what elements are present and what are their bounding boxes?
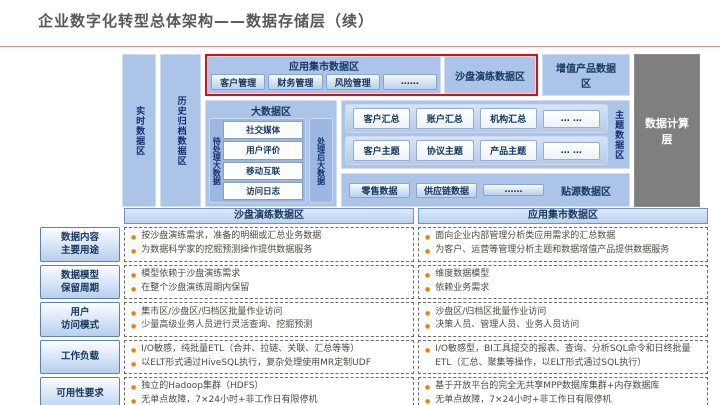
cell-appmart-data-content: 面向企业内部管理分析类应用需求的汇总数据 为客户、运营等管理分析主题和数据增值产… xyxy=(418,227,708,262)
diagram-middle-column: 应用集市数据区 客户管理 财务管理 风险管理 …… 沙盘演练数据区 增值产品数据… xyxy=(205,54,630,207)
summary-button-account: 账户汇总 xyxy=(416,108,474,130)
bullet-item: 基于开放平台的完全无共享MPP数据库集群+内存数据库 xyxy=(425,380,701,394)
bullet-item: 独立的Hadoop集群（HDFS） xyxy=(131,380,407,394)
bigdata-item-user-reviews: 用户评价 xyxy=(223,141,303,160)
bigdata-processed-label: 处理后大数据 xyxy=(316,136,326,185)
app-mart-button-finance-mgmt: 财务管理 xyxy=(268,74,323,90)
bullet-item: 维度数据模型 xyxy=(425,268,701,282)
summary-button-more: … … xyxy=(542,109,600,128)
cell-sandbox-availability: 独立的Hadoop集群（HDFS） 无单点故障，7×24小时+非工作日有限停机 xyxy=(124,376,414,405)
row-label-user-access: 用户 访问模式 xyxy=(40,302,120,337)
theme-zone-label: 主题数据区 xyxy=(613,109,624,160)
row-label-data-model: 数据模型 保留周期 xyxy=(40,264,120,300)
subject-button-customer: 客户主题 xyxy=(353,140,411,162)
bullet-item: 面向企业内部管理分析类应用需求的汇总数据 xyxy=(425,230,701,244)
bullet-item: 决策人员、管理人员、业务人员访问 xyxy=(425,319,701,333)
theme-zone-label-strip: 主题数据区 xyxy=(610,104,626,165)
bigdata-body: 待处理大数据 社交媒体 用户评价 移动互联 访问日志 处理后大数据 xyxy=(209,118,333,203)
cell-sandbox-data-model: 模型依赖于沙盘演练需求 在整个沙盘演练周期内保留 xyxy=(124,264,414,300)
app-mart-title: 应用集市数据区 xyxy=(289,62,359,73)
page-title: 企业数字化转型总体架构——数据存储层（续） xyxy=(38,12,375,30)
subject-button-product: 产品主题 xyxy=(479,140,537,162)
bullet-item: I/O敏感型，BI工具提交的报表、查询、分析SQL命令和日终批量ETL（汇总、聚… xyxy=(425,343,701,371)
summary-button-institution: 机构汇总 xyxy=(479,108,537,130)
archive-zone: 历史归档数据区 xyxy=(160,54,201,207)
bigdata-item-mobile-internet: 移动互联 xyxy=(223,161,303,180)
subject-button-agreement: 协议主题 xyxy=(416,140,474,162)
cell-sandbox-data-content: 按沙盘演练需求，准备的明细或汇总业务数据 为数据科学家的挖掘预测操作提供数据服务 xyxy=(124,227,414,262)
app-mart-zone: 应用集市数据区 客户管理 财务管理 风险管理 …… xyxy=(207,56,441,94)
column-header-sandbox: 沙盘演练数据区 xyxy=(124,208,414,224)
diagram-top-row: 应用集市数据区 客户管理 财务管理 风险管理 …… 沙盘演练数据区 增值产品数据… xyxy=(205,54,630,96)
sandbox-zone-label: 沙盘演练数据区 xyxy=(455,71,525,83)
cell-sandbox-workload: I/O敏感，纯批量ETL（合并、拉链、关联、汇总等等） 以ELT形式通过Hive… xyxy=(124,339,414,374)
sandbox-zone: 沙盘演练数据区 xyxy=(444,56,536,94)
app-mart-button-more: …… xyxy=(382,74,437,90)
source-zone-label: 贴源数据区 xyxy=(561,186,611,198)
compute-layer-zone: 数据计算层 xyxy=(634,54,700,207)
bullet-item: 集市区/沙盘区/归档区批量作业访问 xyxy=(131,306,407,320)
summary-row: 客户汇总 账户汇总 机构汇总 … … xyxy=(345,104,608,134)
subject-row: 客户主题 协议主题 产品主题 … … xyxy=(345,136,608,166)
bigdata-processed-panel: 处理后大数据 xyxy=(309,118,333,203)
architecture-diagram: 实时数据区 历史归档数据区 应用集市数据区 客户管理 财务管理 风险管理 …… … xyxy=(122,54,700,207)
diagram-right-column: 客户汇总 账户汇总 机构汇总 … … 客户主题 协议主题 产品主题 … … xyxy=(341,100,630,207)
cell-sandbox-user-access: 集市区/沙盘区/归档区批量作业访问 少量高级业务人员进行灵活查询、挖掘预测 xyxy=(124,302,414,337)
bullet-item: 依赖业务需求 xyxy=(425,282,701,296)
archive-zone-label: 历史归档数据区 xyxy=(175,95,186,166)
bigdata-pending-panel: 待处理大数据 社交媒体 用户评价 移动互联 访问日志 xyxy=(209,118,306,203)
diagram-bottom-row: 大数据区 待处理大数据 社交媒体 用户评价 移动互联 访问日志 处理后大数据 xyxy=(205,100,630,207)
cell-appmart-user-access: 沙盘区/归档区批量作业访问 决策人员、管理人员、业务人员访问 xyxy=(418,302,708,337)
bigdata-item-social-media: 社交媒体 xyxy=(223,121,303,140)
compute-layer-label: 数据计算层 xyxy=(645,116,689,146)
column-header-appmart: 应用集市数据区 xyxy=(418,208,708,224)
app-mart-button-risk-mgmt: 风险管理 xyxy=(325,74,380,90)
source-button-retail: 零售数据 xyxy=(349,182,410,198)
realtime-zone: 实时数据区 xyxy=(122,54,156,207)
cell-appmart-workload: I/O敏感型，BI工具提交的报表、查询、分析SQL命令和日终批量ETL（汇总、聚… xyxy=(418,339,708,374)
highlight-box: 应用集市数据区 客户管理 财务管理 风险管理 …… 沙盘演练数据区 xyxy=(205,54,538,96)
row-label-workload: 工作负载 xyxy=(40,339,120,374)
bigdata-zone: 大数据区 待处理大数据 社交媒体 用户评价 移动互联 访问日志 处理后大数据 xyxy=(205,100,337,207)
bullet-item: 模型依赖于沙盘演练需求 xyxy=(131,268,407,282)
source-button-more: …… xyxy=(483,184,544,197)
bigdata-pending-label: 待处理大数据 xyxy=(212,136,222,185)
bullet-item: 少量高级业务人员进行灵活查询、挖掘预测 xyxy=(131,319,407,333)
bullet-item: 以ELT形式通过HiveSQL执行，复杂处理使用MR定制UDF xyxy=(131,357,407,371)
bullet-item: 沙盘区/归档区批量作业访问 xyxy=(425,306,701,320)
value-added-zone: 增值产品数据区 xyxy=(542,54,630,96)
bullet-item: 为数据科学家的挖掘预测操作提供数据服务 xyxy=(131,244,407,258)
table-corner-spacer xyxy=(40,208,120,224)
comparison-table: 沙盘演练数据区 应用集市数据区 数据内容 主要用途 按沙盘演练需求，准备的明细或… xyxy=(40,208,708,405)
bullet-item: 按沙盘演练需求，准备的明细或汇总业务数据 xyxy=(131,230,407,244)
bigdata-title: 大数据区 xyxy=(251,107,291,118)
source-zone: 零售数据 供应链数据 …… 贴源数据区 xyxy=(341,173,630,207)
cell-appmart-data-model: 维度数据模型 依赖业务需求 xyxy=(418,264,708,300)
summary-button-customer: 客户汇总 xyxy=(353,108,411,130)
bigdata-item-access-logs: 访问日志 xyxy=(223,181,303,200)
source-button-supply-chain: 供应链数据 xyxy=(416,182,477,198)
theme-zone: 客户汇总 账户汇总 机构汇总 … … 客户主题 协议主题 产品主题 … … xyxy=(341,100,630,170)
subject-button-more: … … xyxy=(542,141,600,160)
realtime-zone-label: 实时数据区 xyxy=(134,105,145,156)
app-mart-button-customer-mgmt: 客户管理 xyxy=(211,74,266,90)
bullet-item: 在整个沙盘演练周期内保留 xyxy=(131,282,407,296)
row-label-availability: 可用性要求 xyxy=(40,376,120,405)
app-mart-buttons: 客户管理 财务管理 风险管理 …… xyxy=(208,73,440,93)
bullet-item: I/O敏感，纯批量ETL（合并、拉链、关联、汇总等等） xyxy=(131,343,407,357)
bullet-item: 无单点故障，7×24小时+非工作日有限停机 xyxy=(425,394,701,405)
row-label-data-content: 数据内容 主要用途 xyxy=(40,227,120,262)
theme-zone-rows: 客户汇总 账户汇总 机构汇总 … … 客户主题 协议主题 产品主题 … … xyxy=(345,104,608,166)
cell-appmart-availability: 基于开放平台的完全无共享MPP数据库集群+内存数据库 无单点故障，7×24小时+… xyxy=(418,376,708,405)
value-added-zone-label: 增值产品数据区 xyxy=(556,64,616,90)
bigdata-items: 社交媒体 用户评价 移动互联 访问日志 xyxy=(223,121,303,200)
bullet-item: 无单点故障，7×24小时+非工作日有限停机 xyxy=(131,394,407,405)
bullet-item: 为客户、运营等管理分析主题和数据增值产品提供数据服务 xyxy=(425,244,701,258)
title-underline xyxy=(0,46,720,47)
